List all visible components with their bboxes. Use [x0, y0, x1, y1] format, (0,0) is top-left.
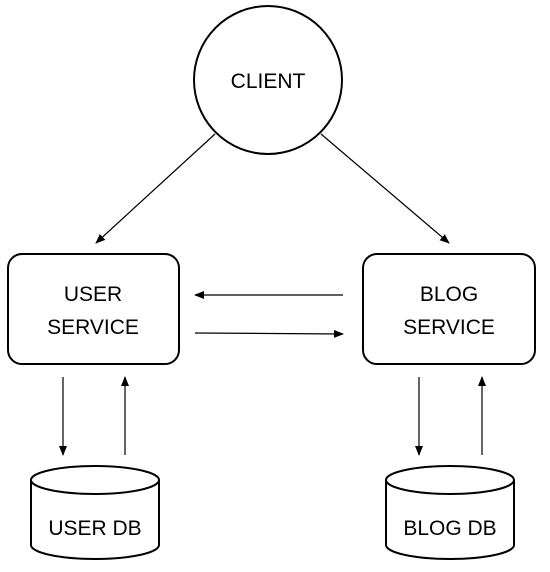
blog-db-body	[385, 480, 515, 560]
blog-service-box	[362, 253, 536, 365]
blog-service-label-line1: BLOG	[420, 283, 478, 306]
blog-service-node: BLOG SERVICE	[362, 253, 536, 365]
user-db-node: USER DB	[30, 465, 160, 560]
blog-db-label: BLOG DB	[403, 517, 496, 540]
blog-db-node: BLOG DB	[385, 465, 515, 560]
edge-client-to-user-service	[95, 133, 216, 244]
blog-db-top	[385, 465, 515, 495]
user-service-node: USER SERVICE	[7, 253, 180, 365]
edge-client-to-blog-service	[320, 133, 450, 244]
edge-user-service-to-blog-service	[194, 329, 344, 338]
user-db-top	[30, 465, 160, 495]
client-circle	[193, 5, 343, 155]
user-db-body	[30, 480, 160, 560]
user-service-box	[7, 253, 180, 365]
blog-service-label-line2: SERVICE	[403, 316, 495, 339]
client-label: CLIENT	[231, 70, 306, 93]
client-node: CLIENT	[193, 5, 343, 155]
user-service-label-line1: USER	[64, 283, 122, 306]
user-service-label-line2: SERVICE	[47, 316, 139, 339]
user-db-label: USER DB	[48, 517, 141, 540]
